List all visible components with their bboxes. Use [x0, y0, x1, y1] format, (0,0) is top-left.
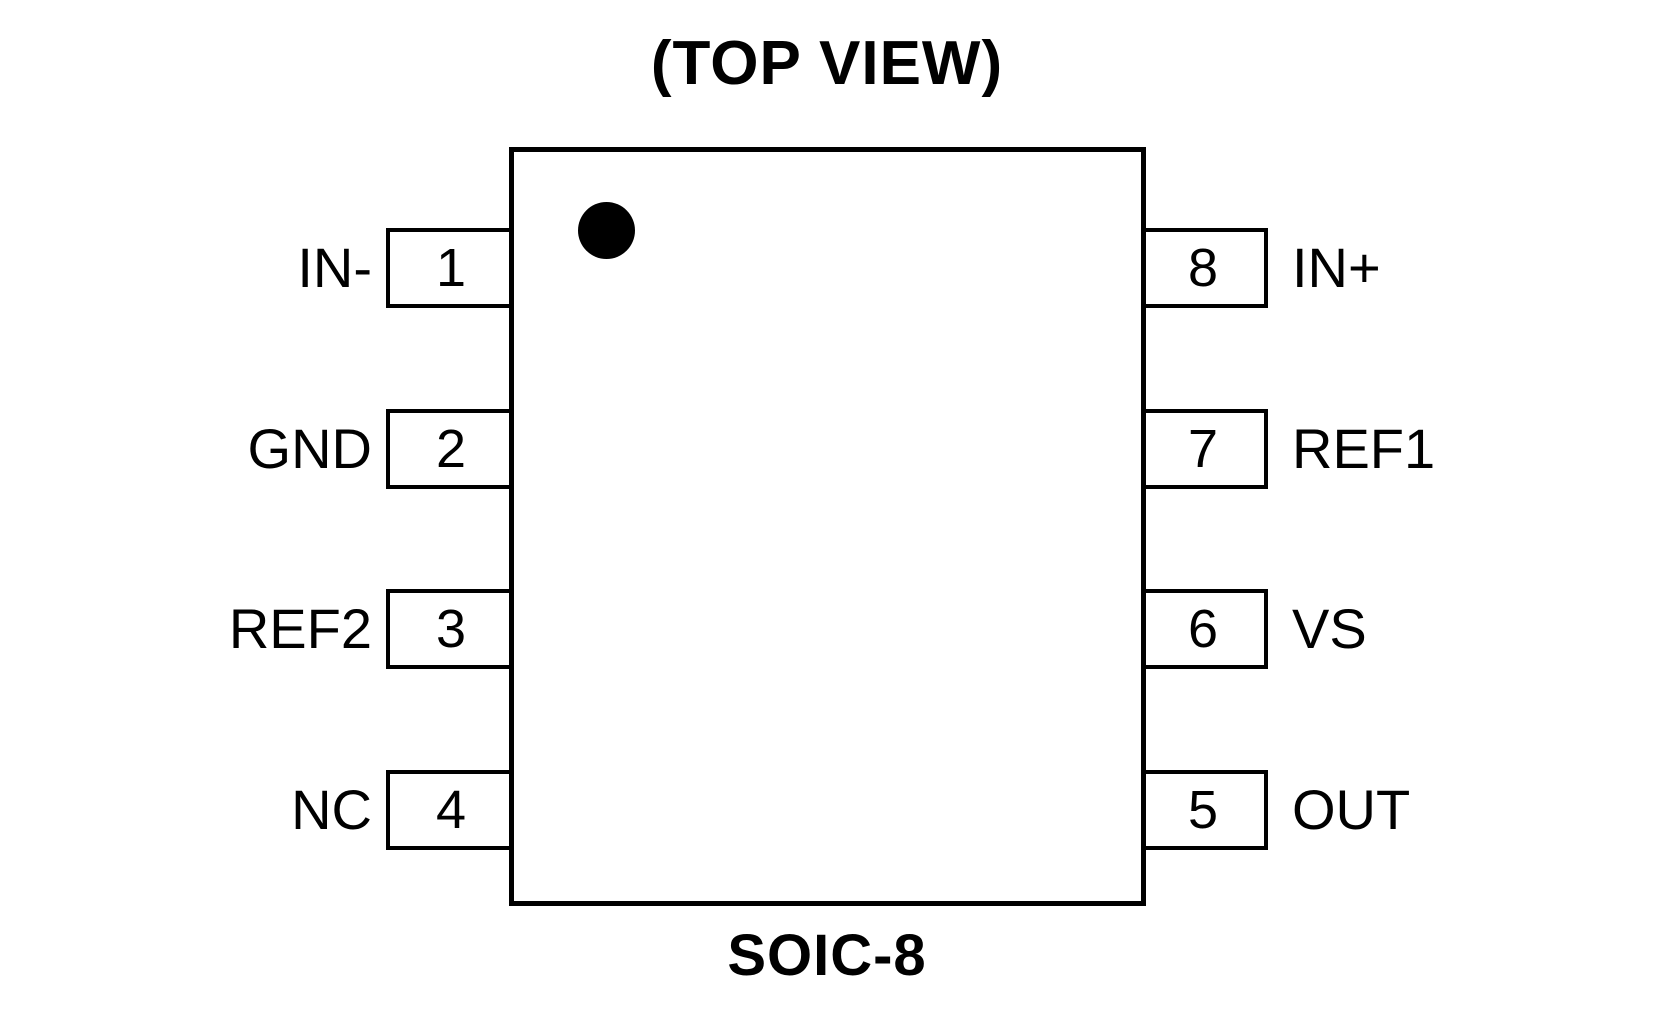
pin-label-gnd: GND: [247, 417, 372, 480]
pin-box-4: 4: [386, 770, 512, 850]
pin-label-vs: VS: [1292, 597, 1367, 660]
pin1-indicator-dot-icon: [578, 202, 635, 259]
pin-number-3: 3: [435, 599, 467, 659]
pin-label-ref2: REF2: [228, 597, 372, 660]
pin-label-in-plus: IN+: [1292, 236, 1381, 299]
pin-number-8: 8: [1187, 238, 1219, 298]
pin-number-2: 2: [435, 419, 467, 479]
pin-number-6: 6: [1187, 599, 1219, 659]
pin-number-4: 4: [435, 780, 467, 840]
pin-label-ref1: REF1: [1292, 417, 1436, 480]
pin-label-out: OUT: [1292, 778, 1411, 841]
pin-box-8: 8: [1142, 228, 1268, 308]
pin-box-6: 6: [1142, 589, 1268, 669]
pin-box-7: 7: [1142, 409, 1268, 489]
ic-package-body: [509, 147, 1146, 906]
pin-box-5: 5: [1142, 770, 1268, 850]
pin-box-2: 2: [386, 409, 512, 489]
pin-box-3: 3: [386, 589, 512, 669]
pin-label-in-minus: IN-: [297, 236, 372, 299]
pin-number-5: 5: [1187, 780, 1219, 840]
pin-box-1: 1: [386, 228, 512, 308]
pin-label-nc: NC: [291, 778, 372, 841]
pin-number-7: 7: [1187, 419, 1219, 479]
diagram-title: (TOP VIEW): [650, 29, 1004, 98]
pin-number-1: 1: [435, 238, 467, 298]
package-name-label: SOIC-8: [727, 923, 927, 988]
